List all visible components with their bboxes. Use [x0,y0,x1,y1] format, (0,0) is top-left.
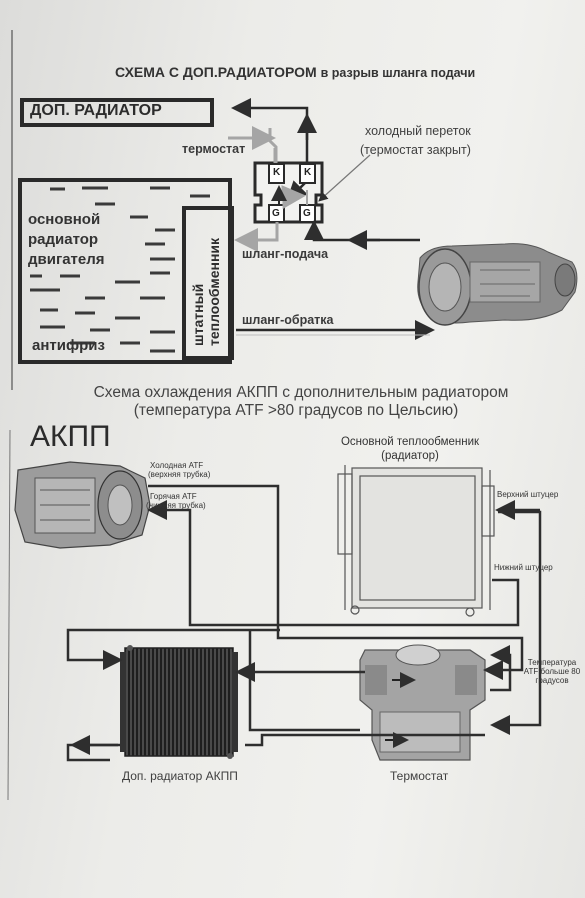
main-exchanger-label-1: Основной теплообменник [340,436,480,448]
port-k-right: K [304,167,312,178]
bottom-title-line1: Схема охлаждения АКПП с дополнительным р… [93,384,509,401]
transmission-top-image [417,243,578,326]
extra-akpp-radiator-label: Доп. радиатор АКПП [122,769,238,783]
upper-fitting-label: Верхний штуцер [497,490,559,499]
akpp-label: АКПП [30,420,111,453]
top-title: СХЕМА С ДОП.РАДИАТОРОМ в разрыв шланга п… [115,64,476,80]
cold-atf-label-2: (верхняя трубка) [148,470,211,479]
coolant-dashes [30,186,210,353]
stock-exchanger-box [182,206,234,360]
extra-radiator-box [20,98,214,127]
return-hose-label: шланг-обратка [242,313,334,327]
extra-akpp-radiator-image [120,645,238,759]
stock-exchanger-label: штатный теплообменник [190,237,222,346]
main-radiator-image [337,465,495,617]
port-k-left: K [273,167,281,178]
port-g-left: G [272,208,280,219]
hot-atf-label-1: Горячая ATF [150,492,197,501]
supply-hose-label: шланг-подача [242,247,329,261]
cold-atf-label-1: Холодная ATF [150,461,204,470]
coolant-label: антифриз [32,337,105,354]
thermostat-label: термостат [182,142,246,156]
akpp-transmission-image [14,461,151,549]
temp-note: Температура ATF больше 80 градусов [523,658,581,685]
cold-bypass-label-1: холодный переток [365,124,471,138]
main-exchanger-label-2: (радиатор) [381,450,439,462]
thermostat-bottom-label: Термостат [390,769,449,783]
hot-atf-label-2: (нижняя трубка) [146,501,206,510]
extra-radiator-label: ДОП. РАДИАТОР [30,102,162,119]
bottom-title-line2: (температура ATF >80 градусов по Цельсию… [133,402,459,419]
port-g-right: G [303,208,311,219]
fold-line-lower [7,429,11,801]
lower-fitting-label: Нижний штуцер [494,563,553,572]
engine-radiator-label: основной радиатор двигателя [28,211,105,268]
top-subtitle: в разрыв шланга подачи [320,66,476,80]
thermostat-image [359,644,486,761]
cold-bypass-label-2: (термостат закрыт) [360,143,471,157]
